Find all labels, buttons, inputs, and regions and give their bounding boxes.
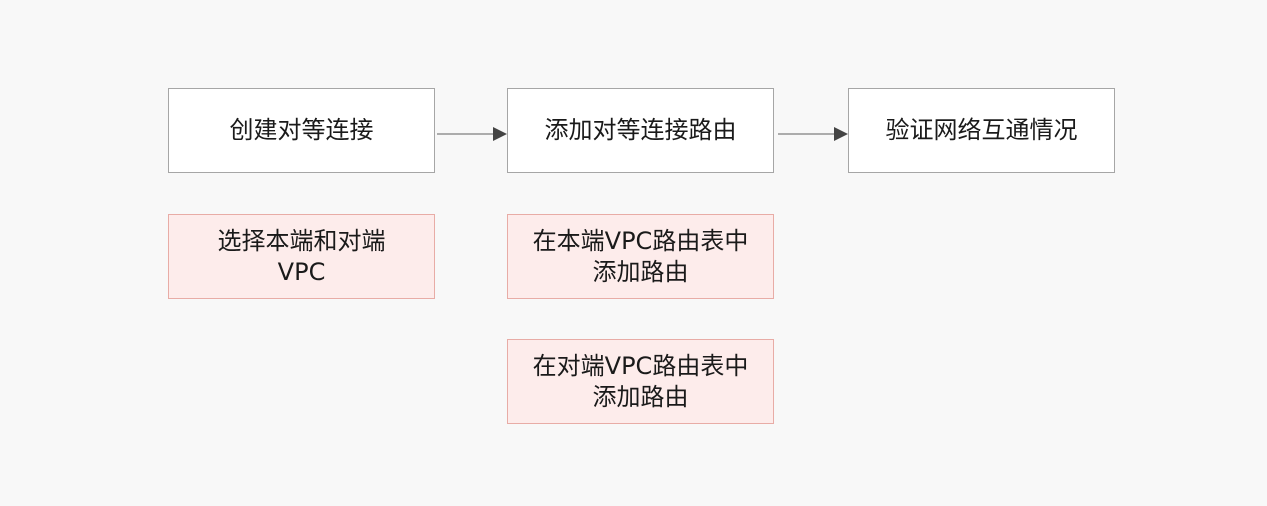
- substep-select-vpcs: 选择本端和对端 VPC: [168, 214, 435, 299]
- substep-line2: 添加路由: [592, 382, 689, 411]
- step-label: 添加对等连接路由: [544, 116, 737, 144]
- step-label: 验证网络互通情况: [885, 116, 1078, 144]
- arrow-step2-to-step3: [778, 127, 848, 141]
- substep-line1: 在本端VPC路由表中: [532, 226, 749, 255]
- substep-line2: 添加路由: [592, 257, 689, 286]
- arrow-step1-to-step2: [437, 127, 507, 141]
- step-label: 创建对等连接: [229, 116, 374, 144]
- step-verify-connectivity: 验证网络互通情况: [848, 88, 1115, 173]
- substep-line1: 选择本端和对端: [217, 226, 386, 255]
- step-create-peering: 创建对等连接: [168, 88, 435, 173]
- substep-add-peer-route: 在对端VPC路由表中 添加路由: [507, 339, 774, 424]
- step-add-peering-route: 添加对等连接路由: [507, 88, 774, 173]
- substep-line1: 在对端VPC路由表中: [532, 351, 749, 380]
- substep-line2: VPC: [277, 257, 326, 286]
- substep-add-local-route: 在本端VPC路由表中 添加路由: [507, 214, 774, 299]
